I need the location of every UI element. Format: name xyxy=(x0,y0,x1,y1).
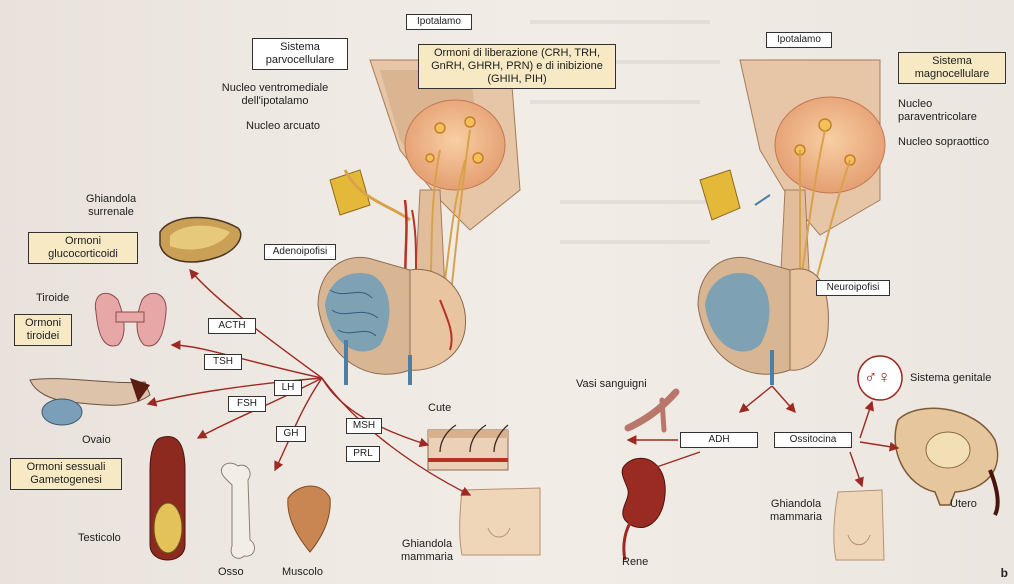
label-ventromedial-nucleus: Nucleo ventromediale dell'ipotalamo xyxy=(206,82,344,108)
muscle-illustration xyxy=(288,486,330,552)
label-thyroid: Tiroide xyxy=(36,292,69,305)
adrenal-gland-illustration xyxy=(160,217,241,261)
label-uterus: Utero xyxy=(950,498,977,511)
label-thyroid-hormones: Ormoni tiroidei xyxy=(14,314,72,346)
left-hypothalamus-illustration xyxy=(318,60,520,385)
hormone-oxytocin: Ossitocina xyxy=(774,432,852,448)
bone-illustration xyxy=(221,463,254,558)
label-supraoptic-nucleus: Nucleo sopraottico xyxy=(898,136,989,149)
hormone-prl: PRL xyxy=(346,446,380,462)
right-hypothalamus-illustration xyxy=(698,60,885,385)
label-paraventricular-nucleus: Nucleo paraventricolare xyxy=(898,98,978,124)
figure-letter: b xyxy=(1001,566,1008,580)
label-testis: Testicolo xyxy=(78,532,121,545)
hormone-lh: LH xyxy=(274,380,302,396)
label-adrenal-gland: Ghiandola surrenale xyxy=(72,193,150,219)
label-parvocellular-system: Sistema parvocellulare xyxy=(252,38,348,70)
kidney-illustration xyxy=(622,458,665,560)
vessel-illustration xyxy=(628,392,676,430)
label-ovary: Ovaio xyxy=(82,434,111,447)
label-hypothalamus-right: Ipotalamo xyxy=(766,32,832,48)
label-arcuate-nucleus: Nucleo arcuato xyxy=(246,120,320,133)
thyroid-illustration xyxy=(95,293,166,346)
hormone-acth: ACTH xyxy=(208,318,256,334)
label-posterior-pituitary: Neuroipofisi xyxy=(816,280,890,296)
label-blood-vessels: Vasi sanguigni xyxy=(576,378,647,391)
uterus-illustration xyxy=(895,408,998,515)
hormone-gh: GH xyxy=(276,426,306,442)
hormone-tsh: TSH xyxy=(204,354,242,370)
hormone-adh: ADH xyxy=(680,432,758,448)
label-glucocorticoids: Ormoni glucocorticoidi xyxy=(28,232,138,264)
ovary-illustration xyxy=(30,378,150,425)
label-genital-system: Sistema genitale xyxy=(910,372,991,385)
label-hypothalamus-left: Ipotalamo xyxy=(406,14,472,30)
label-skin: Cute xyxy=(428,402,451,415)
label-releasing-hormones: Ormoni di liberazione (CRH, TRH, GnRH, G… xyxy=(418,44,616,89)
label-kidney: Rene xyxy=(622,556,648,569)
label-magnocellular-system: Sistema magnocellulare xyxy=(898,52,1006,84)
label-mammary-gland-right: Ghiandola mammaria xyxy=(758,498,834,524)
breast-illustration-left xyxy=(460,488,540,555)
skin-illustration xyxy=(428,425,508,470)
label-bone: Osso xyxy=(218,566,244,579)
label-muscle: Muscolo xyxy=(282,566,323,579)
breast-illustration-right xyxy=(834,490,884,560)
label-sex-hormones: Ormoni sessuali Gametogenesi xyxy=(10,458,122,490)
hormone-fsh: FSH xyxy=(228,396,266,412)
hormone-msh: MSH xyxy=(346,418,382,434)
label-mammary-gland-left: Ghiandola mammaria xyxy=(392,538,462,564)
testis-illustration xyxy=(150,437,185,560)
symbol-gender: ♂♀ xyxy=(864,366,891,388)
label-anterior-pituitary: Adenoipofisi xyxy=(264,244,336,260)
